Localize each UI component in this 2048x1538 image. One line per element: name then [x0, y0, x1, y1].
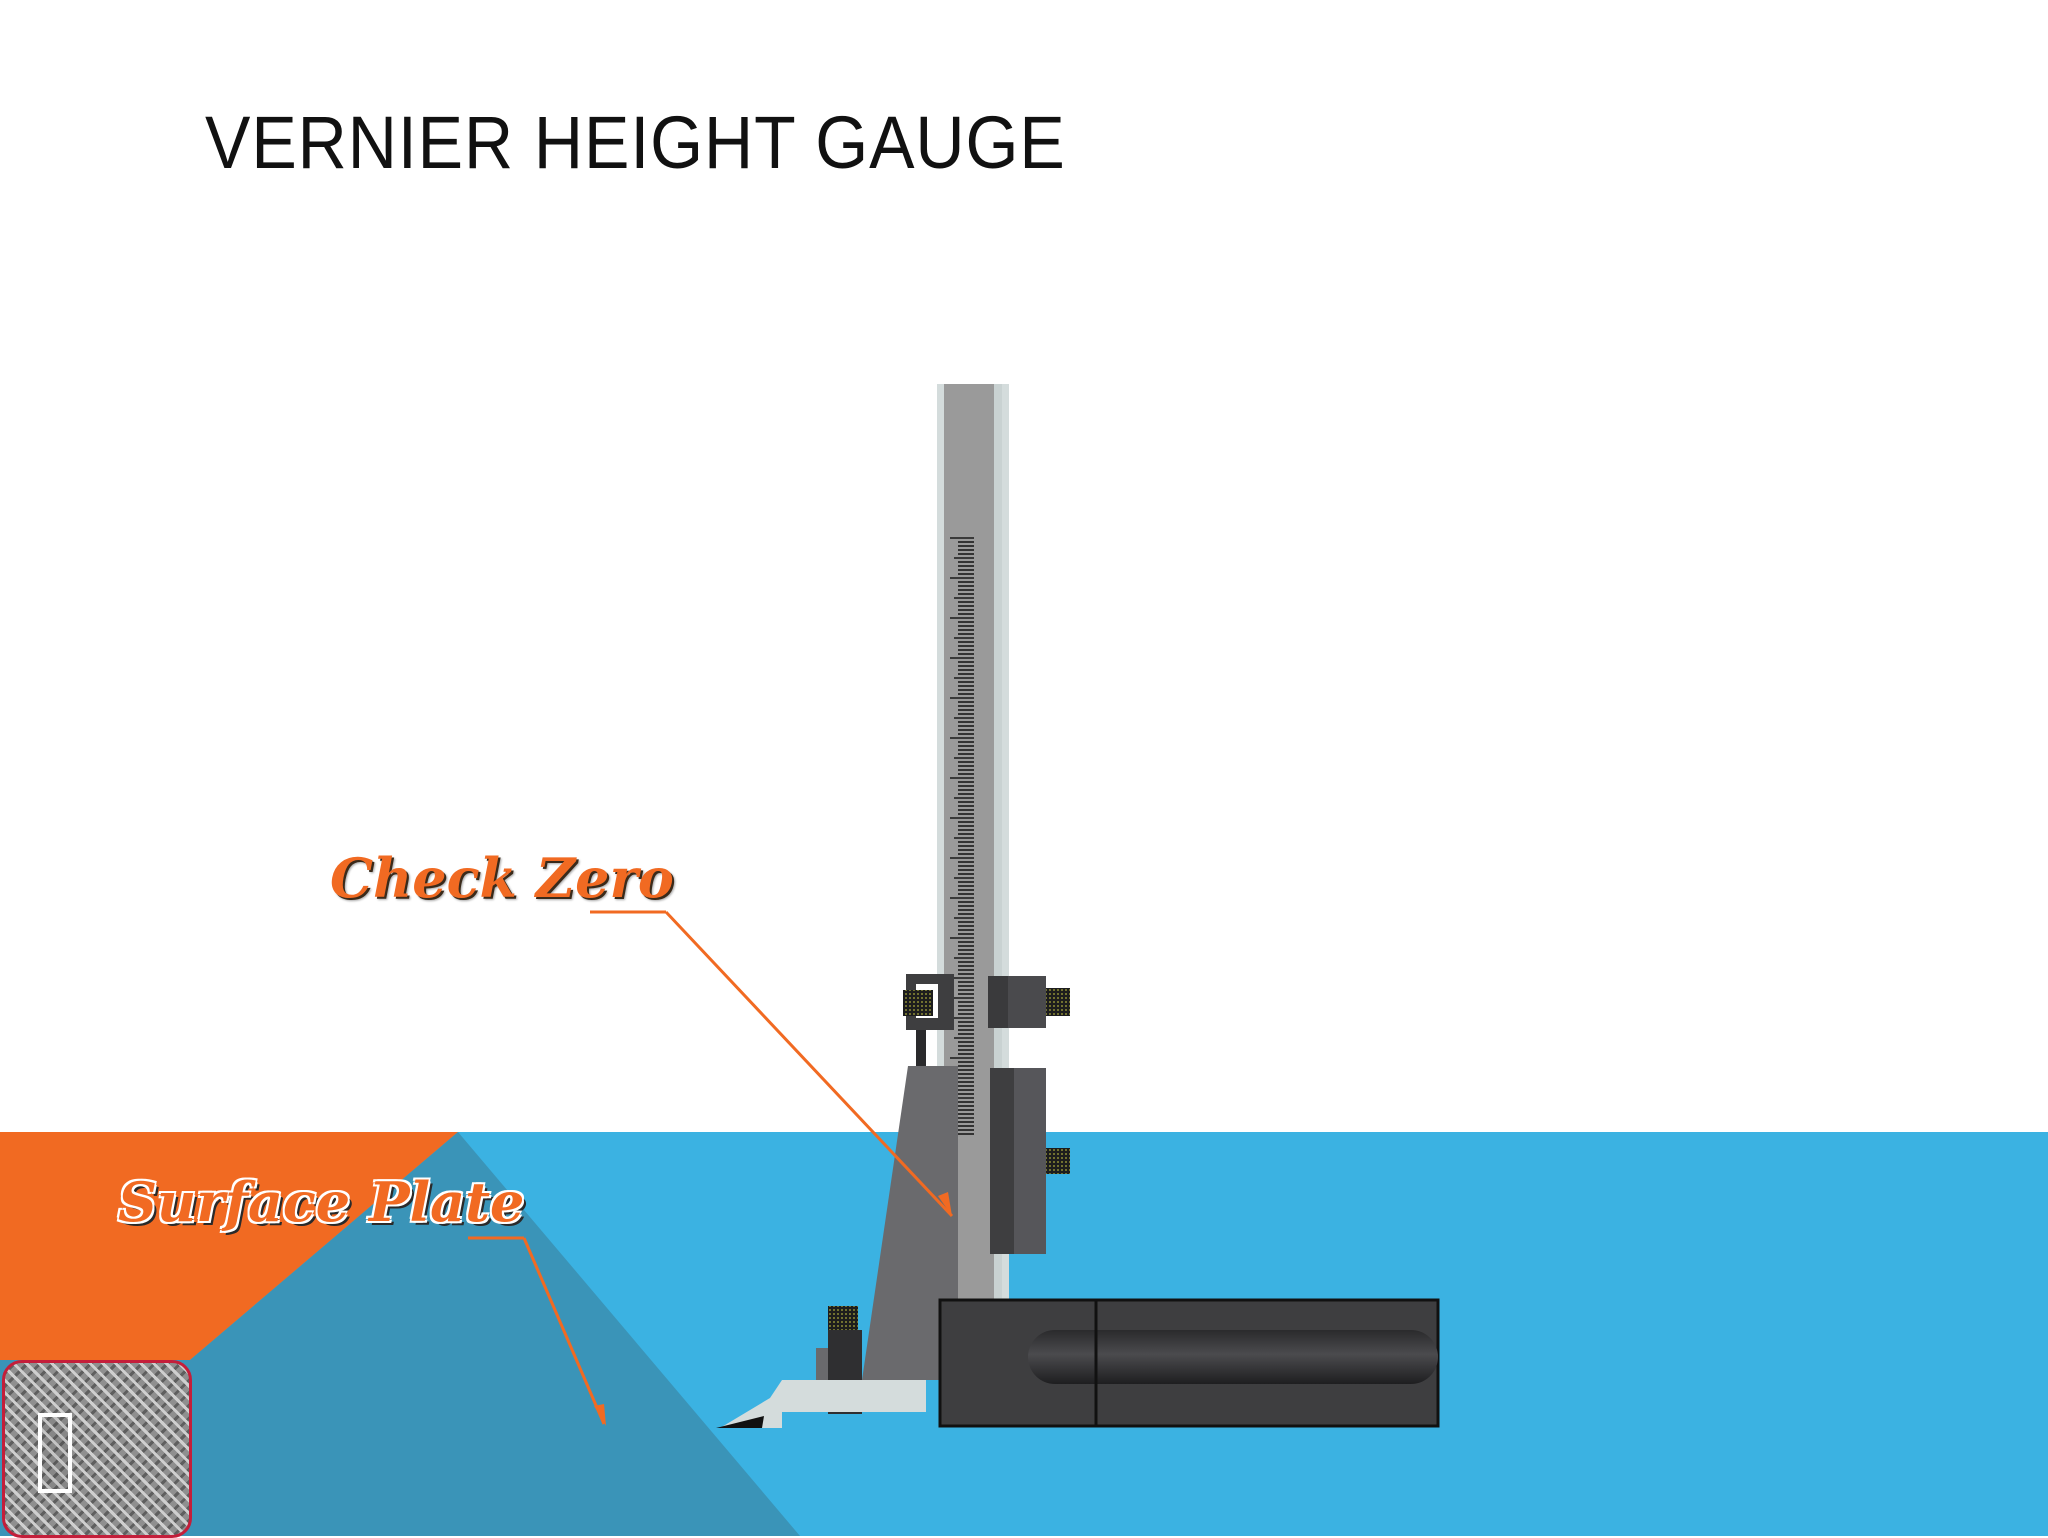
scriber	[716, 1330, 926, 1428]
knurled-screw-top-left	[903, 990, 933, 1016]
callout-leader-surface-plate	[468, 1236, 606, 1426]
plate-shadow	[0, 1132, 800, 1536]
knurled-screw-top-right	[1046, 988, 1070, 1016]
callout-surface-plate: Surface Plate	[118, 1170, 525, 1234]
callout-leader-check-zero	[590, 910, 954, 1218]
knurled-screw-base	[828, 1306, 858, 1330]
vernier-slider	[862, 1066, 1046, 1380]
slide-action-button[interactable]	[2, 1360, 192, 1538]
callout-check-zero: Check Zero	[330, 846, 674, 910]
orange-accent	[0, 1132, 458, 1360]
beam-scale	[950, 537, 974, 1135]
slide-title: VERNIER HEIGHT GAUGE	[205, 101, 1066, 184]
gauge-base	[938, 1298, 1440, 1428]
knurled-screw-slider	[1046, 1148, 1070, 1174]
slide-action-button-icon	[38, 1413, 72, 1493]
